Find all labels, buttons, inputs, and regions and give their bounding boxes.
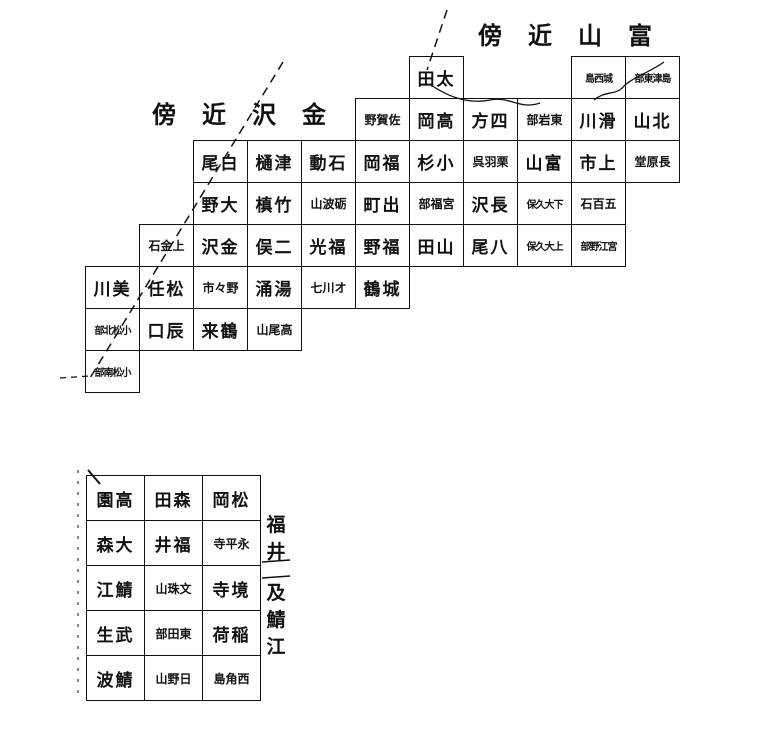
map-sheet-cell: 堂原長: [625, 140, 680, 183]
ogaki-label: 及鯖江: [266, 582, 286, 658]
label-divider: [261, 575, 291, 579]
map-sheet-cell: 園高: [86, 475, 145, 521]
fukui-label: 福井: [266, 514, 286, 563]
map-sheet-cell: 波鯖: [86, 655, 145, 701]
map-sheet-cell: 山尾高: [247, 308, 302, 351]
prefecture-boundary-line: [89, 61, 284, 379]
map-sheet-cell: 呉羽栗: [463, 140, 518, 183]
map-sheet-cell: 山富: [517, 140, 572, 183]
map-sheet-cell: 田山: [409, 224, 464, 267]
map-sheet-cell: 槙竹: [247, 182, 302, 225]
map-sheet-cell: 保久大下: [517, 182, 572, 225]
map-sheet-cell: 口辰: [139, 308, 194, 351]
map-sheet-cell: 井福: [144, 520, 203, 566]
map-sheet-cell: 光福: [301, 224, 356, 267]
map-sheet-cell: 杉小: [409, 140, 464, 183]
map-sheet-cell: 寺境: [202, 565, 261, 611]
map-sheet-cell: 俣二: [247, 224, 302, 267]
map-sheet-cell: 方四: [463, 98, 518, 141]
map-sheet-cell: 部北松小: [85, 308, 140, 351]
river-line: [430, 84, 541, 106]
lower-corner-mark: [87, 469, 101, 485]
map-sheet-cell: 島角西: [202, 655, 261, 701]
map-sheet-cell: 岡高: [409, 98, 464, 141]
map-sheet-cell: 沢金: [193, 224, 248, 267]
river-line-east: [593, 61, 665, 101]
northern-boundary-line: [426, 9, 448, 71]
map-sheet-cell: 野大: [193, 182, 248, 225]
map-sheet-cell: 部東津島: [625, 56, 680, 99]
kanazawa-title: 傍近沢金: [152, 100, 352, 129]
map-sheet-cell: 寺平永: [202, 520, 261, 566]
map-sheet-cell: 沢長: [463, 182, 518, 225]
map-sheet-cell: 川滑: [571, 98, 626, 141]
map-sheet-cell: 樋津: [247, 140, 302, 183]
map-sheet-cell: 山北: [625, 98, 680, 141]
map-sheet-cell: 市々野: [193, 266, 248, 309]
map-sheet-cell: 森大: [86, 520, 145, 566]
map-sheet-cell: 部田東: [144, 610, 203, 656]
map-sheet-cell: 来鶴: [193, 308, 248, 351]
map-sheet-cell: 石百五: [571, 182, 626, 225]
map-sheet-cell: 鶴城: [355, 266, 410, 309]
map-sheet-cell: 任松: [139, 266, 194, 309]
toyama-title: 傍近山富: [478, 21, 678, 50]
west-dash-line: [59, 375, 91, 379]
map-sheet-cell: 部福宮: [409, 182, 464, 225]
map-sheet-cell: 野賀佐: [355, 98, 410, 141]
map-sheet-cell: 部野江宮: [571, 224, 626, 267]
map-sheet-cell: 七川オ: [301, 266, 356, 309]
map-sheet-cell: 涌湯: [247, 266, 302, 309]
label-divider: [261, 559, 291, 563]
map-sheet-cell: 動石: [301, 140, 356, 183]
map-sheet-cell: 岡松: [202, 475, 261, 521]
map-sheet-cell: 町出: [355, 182, 410, 225]
